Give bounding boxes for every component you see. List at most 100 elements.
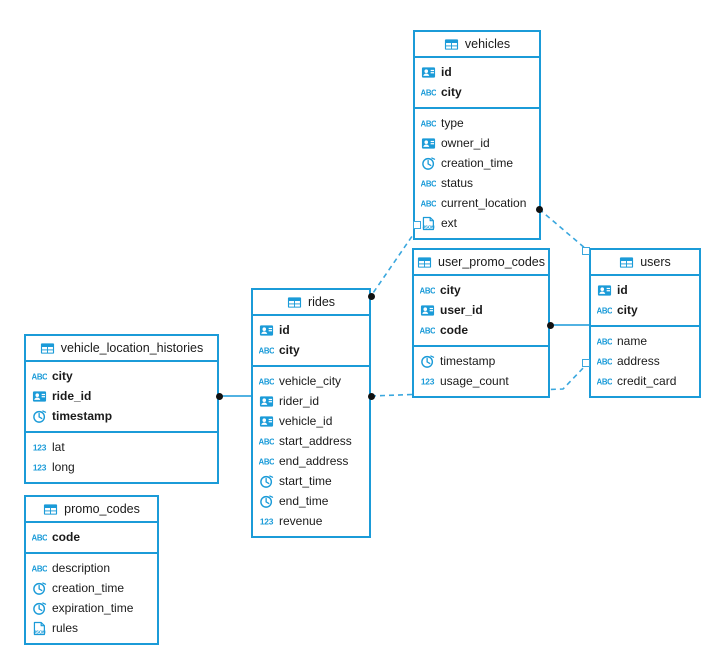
abc-text-icon: ABC bbox=[259, 343, 274, 358]
svg-text:ABC: ABC bbox=[421, 179, 436, 188]
id-card-icon bbox=[421, 136, 436, 151]
relationship-endpoint-dot-user_promo_codes-users bbox=[547, 322, 554, 329]
relationship-edge-vehicles-users bbox=[538, 208, 587, 250]
table-header-users[interactable]: users bbox=[591, 250, 699, 276]
id-card-icon bbox=[259, 394, 274, 409]
id-card-icon bbox=[32, 389, 47, 404]
field-label: city bbox=[617, 303, 638, 317]
relationship-endpoint-dot-vehicles-user_promo_codes bbox=[368, 293, 375, 300]
field-row-city[interactable]: ABC city bbox=[591, 300, 699, 320]
field-row-timestamp[interactable]: timestamp bbox=[26, 406, 217, 426]
field-row-id[interactable]: id bbox=[253, 320, 369, 340]
abc-text-icon: ABC bbox=[421, 176, 436, 191]
field-label: id bbox=[279, 323, 290, 337]
field-label: city bbox=[440, 283, 461, 297]
svg-text:ABC: ABC bbox=[420, 326, 435, 335]
field-row-start_time[interactable]: start_time bbox=[253, 471, 369, 491]
table-title: promo_codes bbox=[64, 501, 140, 516]
field-label: name bbox=[617, 334, 648, 348]
table-header-vehicles[interactable]: vehicles bbox=[415, 32, 539, 58]
table-header-vehicle_location_histories[interactable]: vehicle_location_histories bbox=[26, 336, 217, 362]
relationship-endpoint-dot-vehicle_location_histories-rides bbox=[216, 393, 223, 400]
field-row-user_id[interactable]: user_id bbox=[414, 300, 548, 320]
table-title: vehicle_location_histories bbox=[60, 340, 204, 355]
svg-text:123: 123 bbox=[33, 442, 47, 452]
abc-text-icon: ABC bbox=[259, 454, 274, 469]
abc-text-icon: ABC bbox=[420, 323, 435, 338]
field-row-end_time[interactable]: end_time bbox=[253, 491, 369, 511]
field-row-vehicle_id[interactable]: vehicle_id bbox=[253, 411, 369, 431]
field-row-creation_time[interactable]: creation_time bbox=[415, 153, 539, 173]
table-grid-icon bbox=[619, 255, 634, 270]
id-card-icon bbox=[421, 65, 436, 80]
svg-text:JSON: JSON bbox=[34, 629, 47, 634]
id-card-icon bbox=[259, 414, 274, 429]
svg-text:ABC: ABC bbox=[259, 437, 274, 446]
table-grid-icon bbox=[43, 502, 58, 517]
123-number-icon: 123 bbox=[259, 514, 274, 529]
field-label: city bbox=[52, 369, 73, 383]
svg-text:ABC: ABC bbox=[259, 457, 274, 466]
field-label: end_address bbox=[279, 454, 349, 468]
field-row-expiration_time[interactable]: expiration_time bbox=[26, 598, 157, 618]
svg-text:ABC: ABC bbox=[421, 88, 436, 97]
svg-text:123: 123 bbox=[33, 462, 47, 472]
clock-icon bbox=[259, 494, 274, 509]
abc-text-icon: ABC bbox=[32, 561, 47, 576]
field-row-id[interactable]: id bbox=[591, 280, 699, 300]
table-header-promo_codes[interactable]: promo_codes bbox=[26, 497, 157, 523]
field-row-id[interactable]: id bbox=[415, 62, 539, 82]
field-label: type bbox=[441, 116, 464, 130]
field-row-end_address[interactable]: ABC end_address bbox=[253, 451, 369, 471]
field-label: creation_time bbox=[52, 581, 125, 595]
field-row-ride_id[interactable]: ride_id bbox=[26, 386, 217, 406]
svg-text:123: 123 bbox=[421, 376, 435, 386]
field-row-creation_time[interactable]: creation_time bbox=[26, 578, 157, 598]
field-row-timestamp[interactable]: timestamp bbox=[414, 351, 548, 371]
field-row-rider_id[interactable]: rider_id bbox=[253, 391, 369, 411]
field-label: user_id bbox=[440, 303, 483, 317]
table-title: vehicles bbox=[464, 36, 511, 51]
table-header-rides[interactable]: rides bbox=[253, 290, 369, 316]
abc-text-icon: ABC bbox=[259, 434, 274, 449]
svg-text:ABC: ABC bbox=[597, 306, 612, 315]
field-row-owner_id[interactable]: owner_id bbox=[415, 133, 539, 153]
table-grid-icon bbox=[417, 255, 432, 270]
table-grid-icon bbox=[287, 295, 302, 310]
table-header-user_promo_codes[interactable]: user_promo_codes bbox=[414, 250, 548, 276]
field-label: id bbox=[617, 283, 628, 297]
